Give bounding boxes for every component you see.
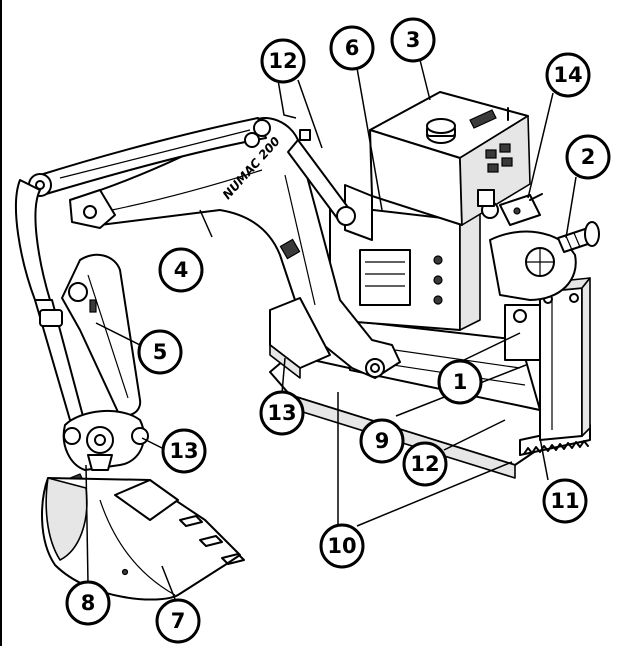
svg-text:2: 2 — [581, 145, 596, 169]
svg-text:3: 3 — [406, 28, 421, 52]
svg-text:12: 12 — [410, 452, 439, 476]
svg-text:13: 13 — [267, 401, 296, 425]
svg-text:6: 6 — [345, 36, 360, 60]
callout-4: 4 — [158, 247, 204, 293]
callout-13: 13 — [161, 428, 207, 474]
svg-text:10: 10 — [327, 534, 356, 558]
svg-text:9: 9 — [375, 429, 390, 453]
swing-cylinder — [287, 139, 356, 226]
bucket — [41, 477, 245, 601]
svg-text:4: 4 — [174, 258, 189, 282]
callout-6: 6 — [329, 25, 375, 71]
control-handle — [499, 193, 543, 226]
callout-12-top: 12 — [260, 38, 306, 84]
callout-1: 1 — [437, 359, 483, 405]
engine-tank — [344, 91, 531, 241]
svg-text:7: 7 — [171, 609, 186, 633]
callout-10: 10 — [319, 523, 365, 569]
svg-text:14: 14 — [553, 63, 582, 87]
svg-text:11: 11 — [550, 489, 579, 513]
hydraulic-fitting — [557, 221, 600, 253]
callout-2: 2 — [565, 134, 611, 180]
svg-text:8: 8 — [81, 591, 96, 615]
callout-11: 11 — [542, 478, 588, 524]
callout-8: 8 — [65, 580, 111, 626]
svg-text:5: 5 — [153, 340, 168, 364]
svg-text:13: 13 — [169, 439, 198, 463]
callout-9: 9 — [359, 418, 405, 464]
callout-15: 14 — [545, 52, 591, 98]
callout-12-bottom: 12 — [402, 441, 448, 487]
swing-bracket — [489, 230, 577, 301]
right-post — [539, 277, 591, 441]
callout-7: 7 — [155, 598, 201, 644]
dipper-stick — [15, 179, 142, 421]
svg-text:1: 1 — [453, 370, 468, 394]
svg-text:12: 12 — [268, 49, 297, 73]
bucket-linkage — [62, 409, 149, 487]
callout-5: 5 — [137, 329, 183, 375]
callout-14: 13 — [259, 390, 305, 436]
callout-3: 3 — [390, 17, 436, 63]
